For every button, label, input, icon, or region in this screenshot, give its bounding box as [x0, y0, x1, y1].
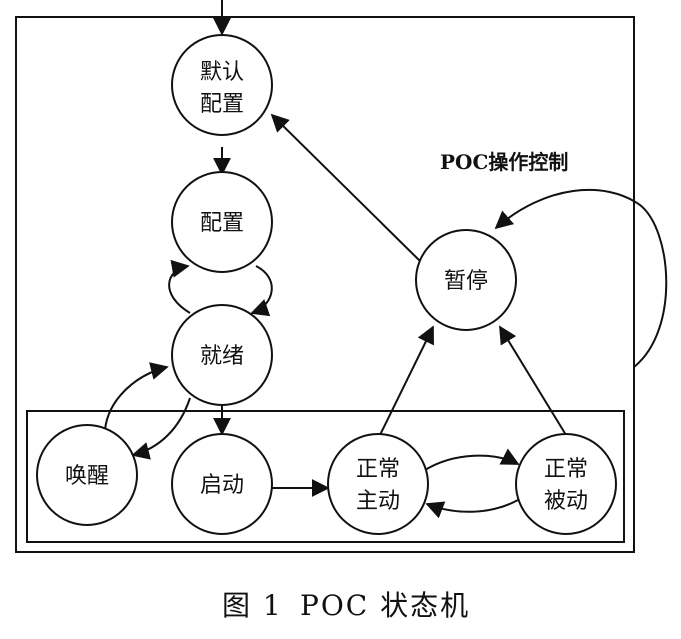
state-circle: [171, 433, 273, 535]
state-circle: [171, 304, 273, 406]
arrow-normal-passive-to-normal-active: [425, 499, 519, 519]
state-label: 启动: [200, 473, 244, 498]
arrow-normal-active-to-normal-passive: [424, 448, 520, 471]
state-label-line1: 正常: [356, 457, 400, 482]
state-label-line1: 正常: [544, 457, 588, 482]
arrow-wake-to-ready: [104, 362, 169, 431]
state-label-line2: 被动: [544, 489, 588, 514]
state-circle: [171, 171, 273, 273]
arrow-normal-active-to-halt: [379, 325, 434, 436]
state-label-line1: 默认: [200, 60, 244, 85]
state-normal-active: 正常 主动: [327, 433, 429, 535]
region-label: POC操作控制: [440, 150, 568, 174]
state-label: 就绪: [200, 344, 244, 369]
arrow-halt-to-default-config: [270, 113, 422, 263]
state-label: 配置: [200, 211, 244, 236]
state-circle: [515, 433, 617, 535]
state-halt: 暂停: [415, 229, 517, 331]
state-label: 唤醒: [65, 464, 109, 489]
state-config: 配置: [171, 171, 273, 273]
poc-operation-control-frame: [15, 16, 635, 553]
state-normal-passive: 正常 被动: [515, 433, 617, 535]
state-ready: 就绪: [171, 304, 273, 406]
state-circle: [171, 34, 273, 136]
state-wake: 唤醒: [36, 424, 138, 526]
state-label-line2: 主动: [356, 489, 400, 514]
state-start: 启动: [171, 433, 273, 535]
bottom-states-frame: [26, 410, 625, 543]
state-circle: [36, 424, 138, 526]
state-label-line2: 配置: [200, 92, 244, 117]
state-circle: [415, 229, 517, 331]
state-label: 暂停: [444, 269, 488, 294]
state-circle: [327, 433, 429, 535]
arrow-halt-self-loop: [494, 188, 668, 368]
arrow-ready-to-config: [168, 259, 191, 314]
state-default-config: 默认 配置: [171, 34, 273, 136]
arrow-normal-passive-to-halt: [499, 325, 567, 436]
figure-number: 图 1: [222, 589, 283, 622]
figure-title: POC 状态机: [300, 589, 470, 622]
arrow-ready-to-wake: [131, 397, 191, 460]
arrow-config-to-ready: [250, 265, 273, 317]
